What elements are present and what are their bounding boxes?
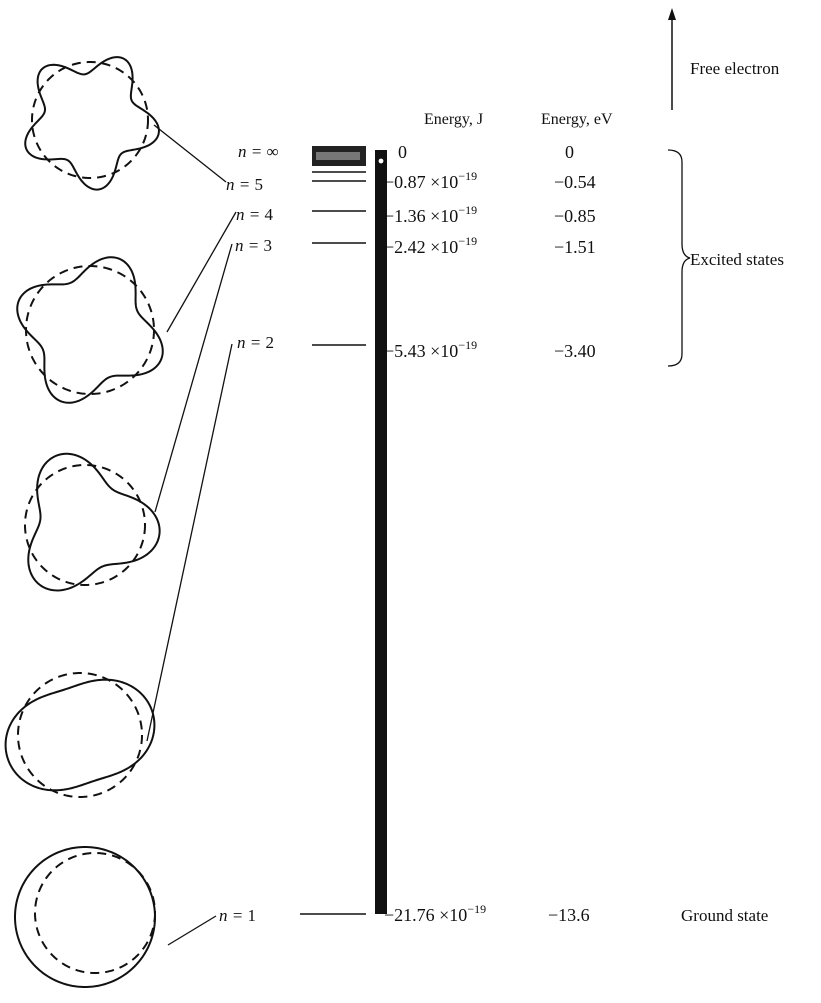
standing-wave-n5 [24, 56, 160, 191]
n-label-4: n = 4 [236, 205, 273, 224]
wave-curve [24, 56, 160, 191]
energy-j-1: −21.76 ×10−19 [384, 902, 486, 925]
excited-states-label: Excited states [690, 250, 784, 269]
reference-circle [16, 671, 144, 799]
energy-ev-1: −13.6 [548, 905, 590, 925]
continuum-block [312, 146, 366, 173]
standing-wave-n1 [13, 845, 157, 989]
connector-n5 [153, 124, 227, 183]
energy-j-2: −5.43 ×10−19 [384, 338, 477, 361]
energy-ev-inf: 0 [565, 142, 574, 162]
wave-curve [16, 256, 164, 404]
free-electron-label: Free electron [690, 59, 780, 78]
n-label-1: n = 1 [219, 906, 256, 925]
standing-wave-n2 [4, 671, 156, 799]
energy-ev-header: Energy, eV [541, 111, 613, 128]
ground-state-label: Ground state [681, 906, 768, 925]
energy-ev-4: −0.85 [554, 206, 596, 226]
wave-curve [4, 678, 156, 792]
reference-circle [23, 463, 147, 587]
energy-ev-3: −1.51 [554, 237, 596, 257]
energy-j-3: −2.42 ×10−19 [384, 234, 477, 257]
energy-bar [375, 150, 387, 914]
wave-curve [27, 452, 161, 592]
energy-j-5: −0.87 ×10−19 [384, 169, 477, 192]
reference-circle [33, 851, 157, 975]
standing-wave-n4 [16, 256, 164, 404]
n-label-3: n = 3 [235, 236, 272, 255]
reference-circle [30, 60, 150, 180]
n-label-inf: n = ∞ [238, 142, 279, 161]
energy-j-inf: 0 [398, 142, 407, 162]
connector-n4 [166, 211, 237, 333]
energy-ev-2: −3.40 [554, 341, 596, 361]
excited-states-brace [667, 149, 691, 367]
energy-ev-5: −0.54 [554, 172, 596, 192]
energy-j-4: −1.36 ×10−19 [384, 203, 477, 226]
n-label-2: n = 2 [237, 333, 274, 352]
energy-j-header: Energy, J [424, 111, 483, 128]
wave-curve [13, 845, 157, 989]
free-electron-arrow [668, 8, 676, 110]
connector-n1 [167, 915, 217, 946]
standing-wave-n3 [23, 452, 161, 592]
connector-n2 [146, 343, 233, 742]
n-label-5: n = 5 [226, 175, 263, 194]
connector-n3 [154, 243, 233, 513]
